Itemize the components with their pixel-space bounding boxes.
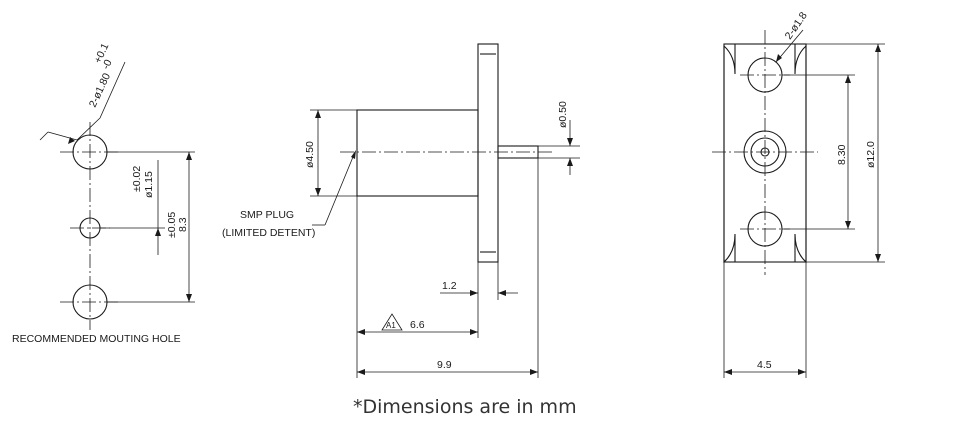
pin-dia-label: ø0.50	[557, 101, 569, 128]
units-note: *Dimensions are in mm	[353, 396, 577, 418]
pitch-tol-label: ±0.05	[166, 212, 178, 238]
front-hole-dim-label: 2-ø1.8	[783, 10, 810, 42]
pin-tol-label: ±0.02	[131, 166, 143, 192]
mounting-hole-view	[39, 61, 195, 330]
mounting-caption: RECOMMENDED MOUTING HOLE	[12, 333, 181, 345]
plug-body	[356, 109, 479, 197]
front-width-label: 4.5	[757, 359, 772, 371]
body-dia-label: ø4.50	[304, 141, 316, 168]
front-height-label: ø12.0	[865, 141, 877, 168]
revision-triangle	[381, 313, 403, 331]
total-len-label: 9.9	[437, 359, 452, 371]
hole-tol-minus: -0	[100, 58, 115, 72]
flange	[477, 43, 499, 263]
front-view	[712, 29, 885, 378]
side-view	[310, 43, 580, 378]
revision-mark: A1	[386, 321, 396, 330]
plug-label-line1: SMP PLUG	[240, 209, 294, 221]
pin-dim-label: ø1.15	[143, 171, 155, 198]
hole-dim-label: 2-ø1.80	[87, 71, 113, 109]
flange-thk-label: 1.2	[442, 280, 457, 292]
plug-label-line2: (LIMITED DETENT)	[222, 227, 315, 239]
pitch-dim-label: 8.3	[177, 217, 189, 232]
front-pitch-label: 8.30	[836, 144, 848, 165]
body-len-label: 6.6	[410, 319, 425, 331]
